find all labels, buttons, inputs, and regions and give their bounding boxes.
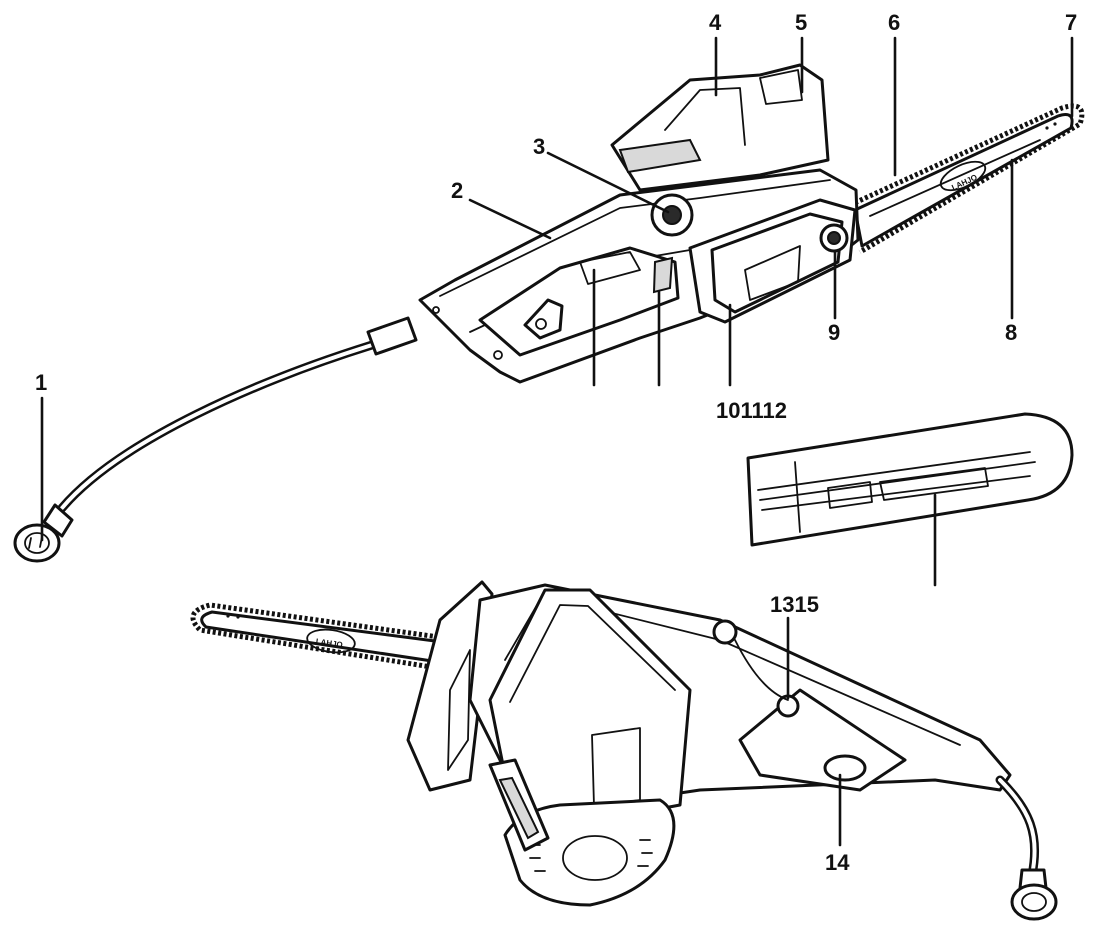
front-hand-guard: [406, 580, 494, 792]
plug-icon-2: [1010, 868, 1058, 921]
saw-body-top: [418, 63, 860, 384]
callout-6: 6: [888, 10, 900, 35]
leader-lines: [40, 36, 1074, 847]
callout-3: 3: [533, 134, 545, 159]
callout-5: 5: [795, 10, 807, 35]
guide-bar-bottom: LAHJO: [190, 602, 461, 673]
callout-2: 2: [451, 178, 463, 203]
guide-bar-top: LAHJO: [848, 103, 1085, 255]
callout-8: 8: [1005, 320, 1017, 345]
guide-bar-loose: [746, 412, 1074, 547]
callout-1315: 1315: [770, 592, 819, 617]
leader-2: [468, 198, 552, 240]
cable-sleeve: [366, 316, 418, 356]
top-chainsaw: LAHJO: [13, 63, 1085, 563]
plug-icon: [13, 503, 74, 563]
callout-9: 9: [828, 320, 840, 345]
callout-101112: 101112: [716, 398, 787, 423]
leader-3: [546, 151, 670, 214]
callout-1: 1: [35, 370, 47, 395]
bar-logo-text-2: LAHJO: [315, 637, 343, 650]
callout-14: 14: [825, 850, 850, 875]
callout-labels: 1 2 3 4 5 6 7 8 9 101112 1315 14: [35, 10, 1077, 875]
callout-4: 4: [709, 10, 722, 35]
power-cable: [57, 340, 377, 513]
motor-end-cap: [503, 798, 676, 907]
callout-7: 7: [1065, 10, 1077, 35]
bottom-chainsaw: LAHJO: [190, 580, 1058, 921]
